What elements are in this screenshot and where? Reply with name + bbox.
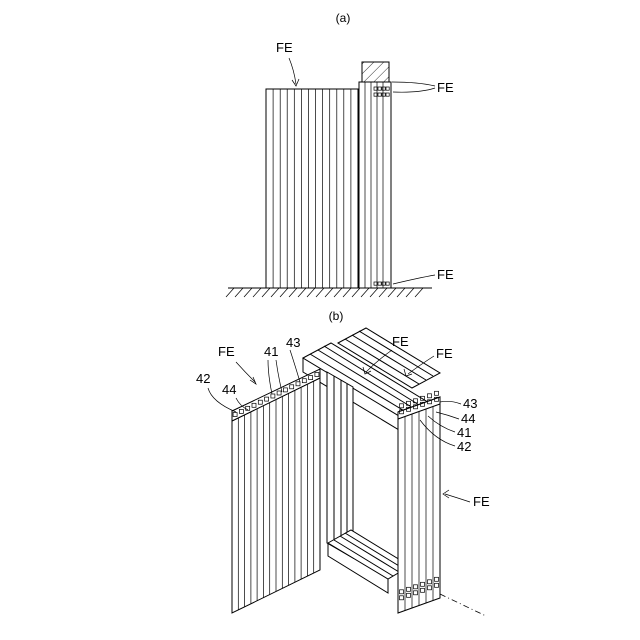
ground-hatch-line [379,288,387,297]
leader-line [393,88,435,92]
ground-hatch-line [370,288,378,297]
label-ref-44: 44 [222,382,236,397]
center-line [440,594,486,616]
ground-surface [226,288,432,297]
leader-line [289,58,296,84]
ground-hatch-line [361,288,369,297]
leader-line [440,401,461,404]
ground-hatch-line [226,288,234,297]
ground-hatch-line [334,288,342,297]
cell-square [428,394,432,398]
leader-line [393,275,435,284]
label-fe: FE [437,267,454,282]
ground-hatch-line [262,288,270,297]
figure-a: (a) FE FE FE [226,11,454,297]
ground-hatch-line [388,288,396,297]
leader-line [236,362,255,382]
front-right-leg [398,391,440,613]
ground-hatch-line [415,288,423,297]
ground-hatch-line [343,288,351,297]
label-fe: FE [218,344,235,359]
leader-line [268,360,272,394]
label-ref-42: 42 [196,371,210,386]
ground-hatch-line [235,288,243,297]
ground-hatch-line [244,288,252,297]
left-core-panel [232,369,320,613]
label-fe: FE [473,494,490,509]
figure-b-caption: (b) [329,309,344,323]
ground-hatch-line [289,288,297,297]
label-fe: FE [276,40,293,55]
side-core-stack [359,62,391,288]
ground-hatch-line [280,288,288,297]
top-hatched-block [362,62,389,82]
ground-hatch-line [316,288,324,297]
main-core-stack [266,89,358,288]
figure-a-caption: (a) [336,11,351,25]
label-ref-41: 41 [457,425,471,440]
leader-line [276,360,282,392]
ground-hatch-line [325,288,333,297]
label-fe: FE [392,334,409,349]
label-ref-44: 44 [461,411,475,426]
figure-b: (b) [196,309,490,616]
ground-hatch-line [253,288,261,297]
ground-hatch-line [352,288,360,297]
leader-line [290,350,300,382]
ground-hatch-line [307,288,315,297]
rear-left-leg [327,372,353,558]
ground-hatch-line [271,288,279,297]
ground-hatch-line [406,288,414,297]
label-ref-43: 43 [286,335,300,350]
ground-hatch-line [298,288,306,297]
label-fe: FE [436,346,453,361]
label-ref-41: 41 [264,344,278,359]
label-fe: FE [437,80,454,95]
leader-line [392,82,435,86]
label-ref-42: 42 [457,439,471,454]
cell-square [435,391,439,395]
ground-hatch-line [397,288,405,297]
label-ref-43: 43 [463,396,477,411]
